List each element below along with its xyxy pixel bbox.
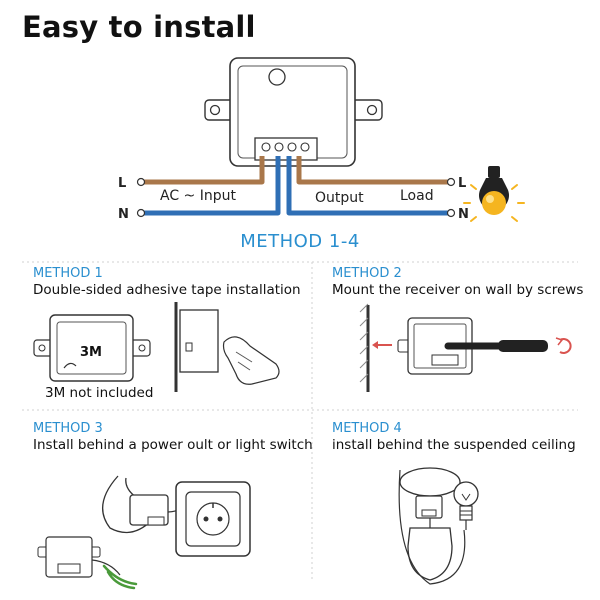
method-4-illustration (398, 467, 479, 585)
live-wire (144, 156, 448, 185)
method-1-description: Double-sided adhesive tape installation (33, 282, 301, 298)
right-l-label: L (458, 176, 466, 191)
light-bulb-icon (463, 166, 525, 222)
method-1-heading: METHOD 1 (33, 266, 103, 281)
method-2-illustration (359, 303, 572, 392)
method-2-description: Mount the receiver on wall by screws (332, 282, 584, 298)
method-range-heading: METHOD 1-4 (240, 231, 360, 252)
terminal-dot (136, 208, 146, 218)
method-3-illustration (37, 475, 251, 590)
right-n-label: N (458, 207, 469, 222)
method-4-heading: METHOD 4 (332, 421, 402, 436)
terminal-dot (446, 208, 456, 218)
ac-input-label: AC ~ Input (160, 188, 236, 204)
method-2-heading: METHOD 2 (332, 266, 402, 281)
method-4-description: install behind the suspended ceiling (332, 437, 576, 453)
page-title: Easy to install (22, 10, 256, 44)
left-l-label: L (118, 176, 126, 191)
method-3-heading: METHOD 3 (33, 421, 103, 436)
tape-note: 3M not included (45, 385, 154, 401)
tape-label: 3M (80, 345, 102, 360)
load-label: Load (400, 188, 434, 204)
receiver-module (204, 57, 383, 167)
left-n-label: N (118, 207, 129, 222)
output-label: Output (315, 190, 364, 206)
terminal-dot (136, 177, 146, 187)
neutral-wire (144, 156, 448, 216)
method-1-illustration: 3M (33, 302, 280, 392)
terminal-dot (446, 177, 456, 187)
method-3-description: Install behind a power oult or light swi… (33, 437, 313, 453)
